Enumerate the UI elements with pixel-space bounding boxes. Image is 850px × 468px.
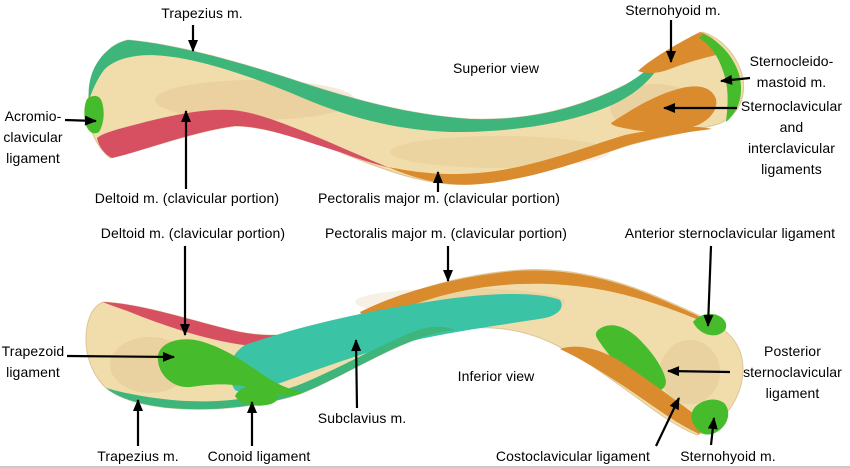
label-acromioclavicular: Acromio- clavicular ligament	[3, 108, 63, 166]
label-trapezius-inferior: Trapezius m.	[97, 448, 179, 464]
label-deltoid-superior: Deltoid m. (clavicular portion)	[94, 190, 280, 206]
label-sternoclavicular-interclavicular: Sternoclavicular and interclavicular lig…	[740, 98, 843, 177]
arrow-sternocleidomastoid	[720, 74, 751, 85]
region-acromioclavicular	[84, 95, 104, 134]
region-pectoralis-inferior	[360, 270, 718, 327]
region-deltoid-superior	[97, 109, 390, 168]
label-sternohyoid-superior: Sternohyoid m.	[625, 2, 721, 18]
label-subclavius: Subclavius m.	[317, 410, 407, 426]
arrow-subclavius	[351, 339, 362, 409]
arrow-anterior-sternoclavicular	[703, 245, 714, 327]
annotation-arrows	[64, 20, 751, 447]
label-pectoralis-inferior: Pectoralis major m. (clavicular portion)	[324, 225, 568, 241]
superior-view-illustration	[84, 31, 745, 185]
region-costoclavicular	[560, 346, 703, 434]
superior-view-caption: Superior view	[452, 60, 540, 76]
region-conoid-ligament	[235, 385, 279, 406]
region-pectoralis-superior	[388, 126, 712, 185]
region-trapezius-superior	[88, 40, 666, 133]
label-deltoid-inferior: Deltoid m. (clavicular portion)	[100, 225, 286, 241]
label-trapezius-superior: Trapezius m.	[161, 5, 243, 21]
label-trapezoid-ligament: Trapezoid ligament	[1, 343, 65, 380]
arrow-costoclavicular	[655, 397, 680, 447]
arrow-posterior-sternoclavicular	[667, 366, 731, 377]
region-trapezoid-ligament	[157, 339, 303, 396]
region-posterior-sternoclavicular	[595, 325, 666, 391]
arrow-acromioclavicular	[64, 115, 97, 126]
region-sternohyoid-superior	[638, 32, 726, 74]
label-anterior-sternoclavicular: Anterior sternoclavicular ligament	[624, 225, 836, 241]
label-pectoralis-superior: Pectoralis major m. (clavicular portion)	[317, 190, 561, 206]
figure-bottom-rule	[0, 466, 850, 468]
region-sternocleidomastoid	[699, 34, 742, 122]
label-posterior-sternoclavicular: Posterior sternoclavicular ligament	[743, 343, 842, 401]
label-sternohyoid-inferior: Sternohyoid m.	[680, 448, 776, 464]
label-sternocleidomastoid: Sternocleido- mastoid m.	[749, 53, 834, 90]
arrow-sternohyoid-inferior	[707, 417, 718, 446]
arrow-trapezoid-ligament	[66, 351, 175, 362]
inferior-view-caption: Inferior view	[457, 368, 535, 384]
label-costoclavicular: Costoclavicular ligament	[495, 448, 651, 464]
label-conoid-ligament: Conoid ligament	[207, 448, 311, 464]
